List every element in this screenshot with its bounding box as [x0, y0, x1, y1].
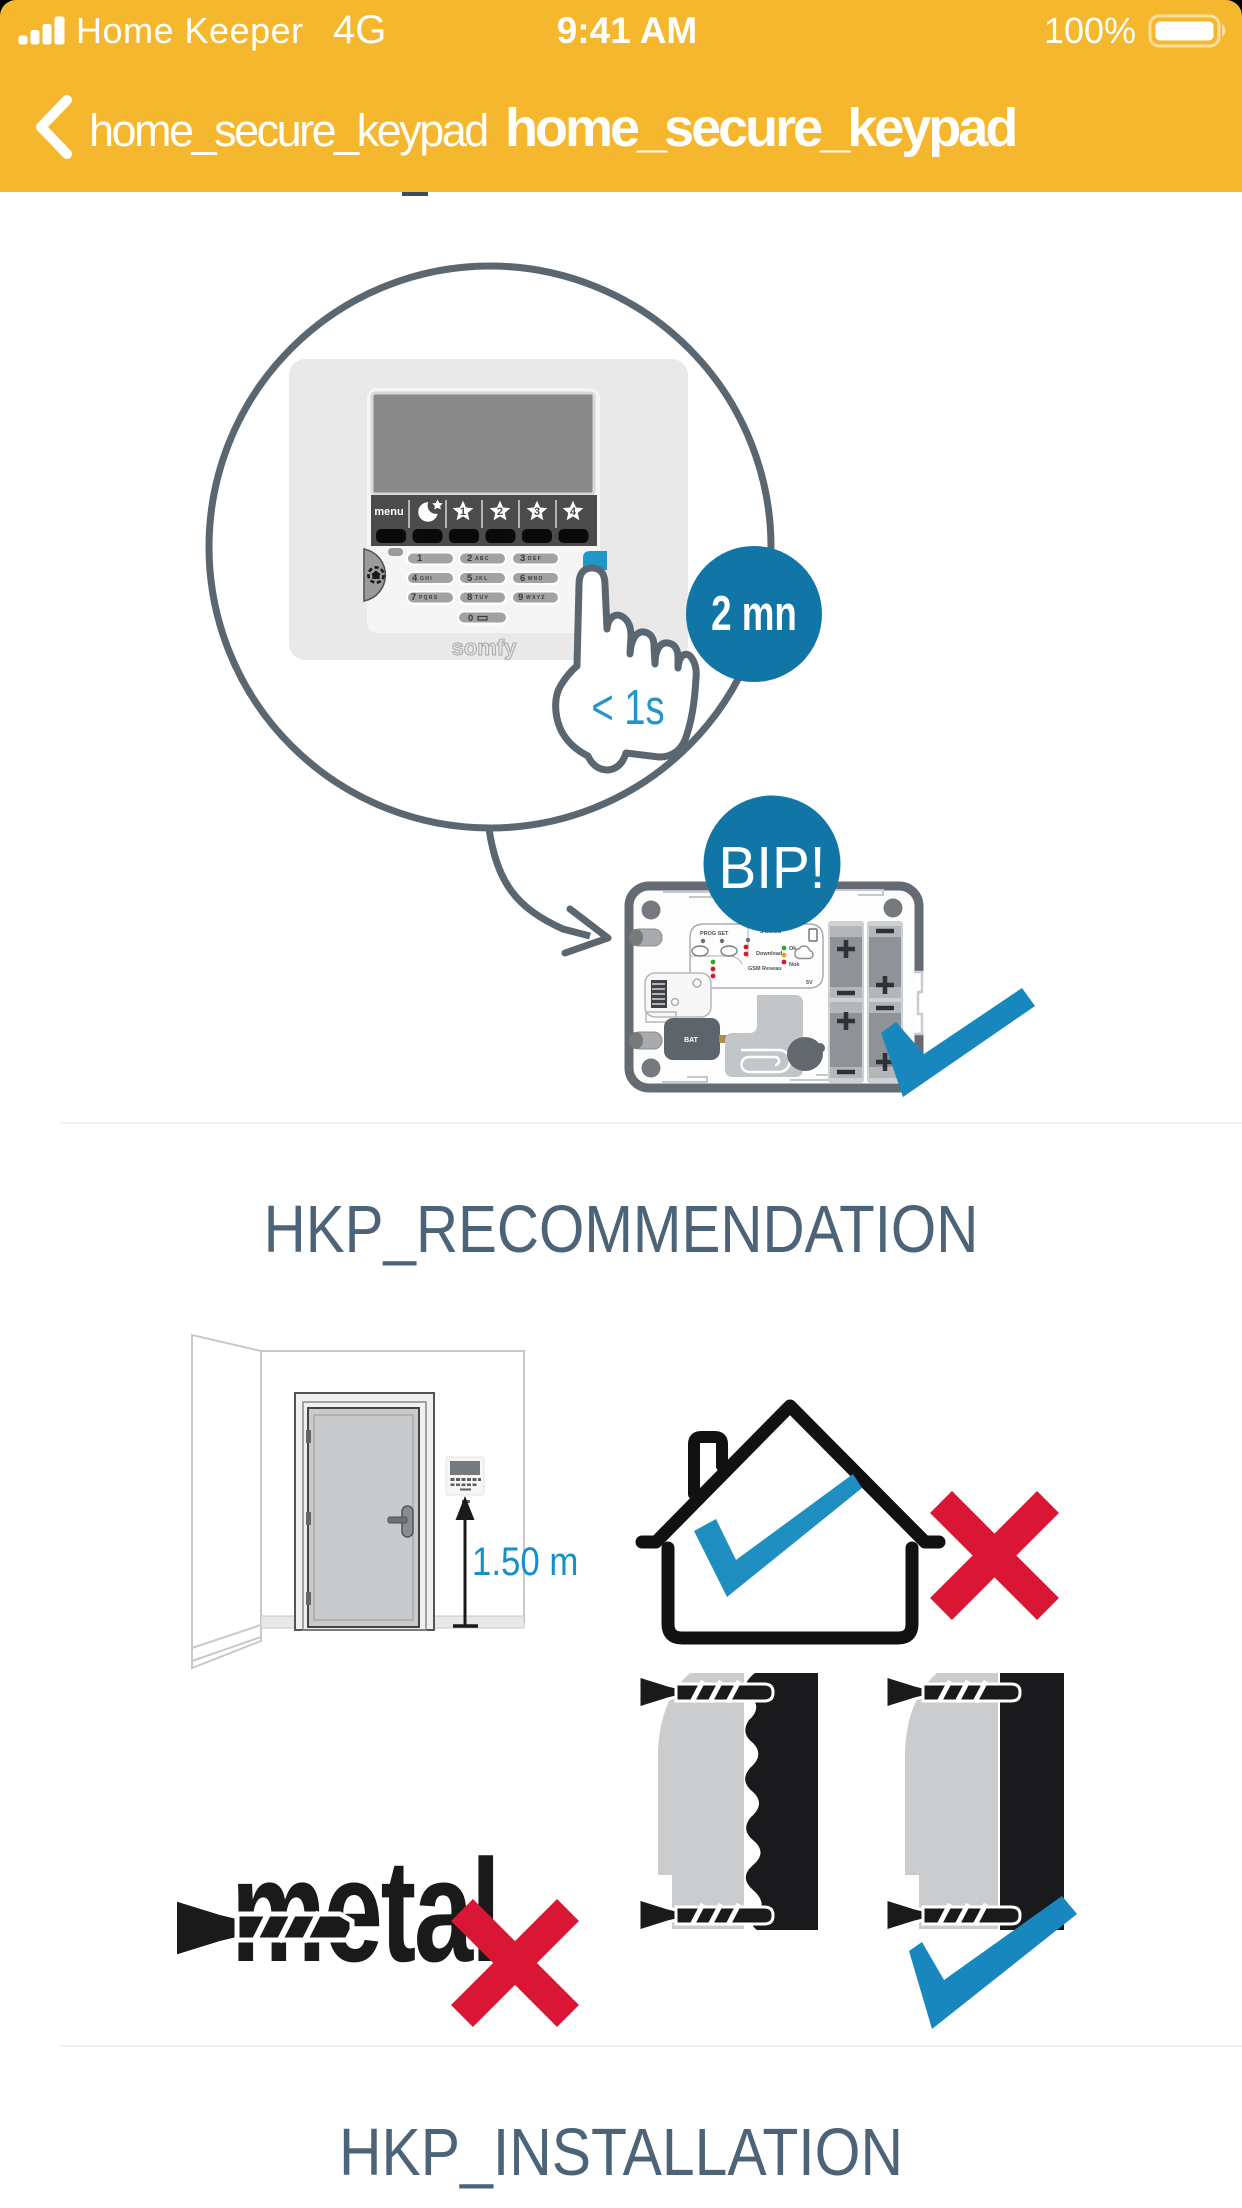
svg-text:9:41 AM: 9:41 AM	[557, 10, 698, 51]
svg-text:PROG SET: PROG SET	[700, 931, 729, 937]
svg-text:J K L: J K L	[475, 576, 487, 582]
svg-text:somfy: somfy	[452, 635, 518, 660]
svg-text:W X Y Z: W X Y Z	[526, 595, 544, 601]
svg-text:9: 9	[518, 592, 523, 603]
svg-text:G H I: G H I	[420, 576, 432, 582]
svg-text:menu: menu	[374, 506, 403, 518]
svg-text:M N O: M N O	[528, 576, 543, 582]
svg-text:GSM Reseau: GSM Reseau	[748, 966, 782, 972]
svg-text:3: 3	[520, 553, 525, 564]
svg-text:Home Keeper: Home Keeper	[76, 10, 304, 51]
svg-text:8: 8	[467, 592, 472, 603]
svg-text:4: 4	[570, 506, 577, 518]
svg-text:metal: metal	[231, 1830, 498, 1993]
svg-text:2: 2	[467, 553, 472, 564]
svg-text:1.50 m: 1.50 m	[472, 1539, 578, 1584]
svg-text:6: 6	[520, 573, 525, 584]
svg-text:< 1s: < 1s	[591, 681, 664, 736]
svg-text:T U V: T U V	[475, 595, 488, 601]
svg-text:Ok: Ok	[789, 946, 797, 952]
svg-text:100%: 100%	[1044, 10, 1136, 51]
svg-text:Download: Download	[756, 951, 782, 957]
svg-text:7: 7	[411, 592, 416, 603]
svg-text:1: 1	[417, 553, 423, 564]
svg-text:home_secure_keypad: home_secure_keypad	[89, 105, 487, 156]
svg-text:0: 0	[468, 613, 473, 624]
svg-text:3: 3	[534, 506, 540, 518]
svg-text:Nok: Nok	[789, 962, 800, 968]
svg-text:home_secure_keypad: home_secure_keypad	[505, 98, 1015, 158]
svg-text:2 mn: 2 mn	[711, 587, 797, 641]
svg-text:4G: 4G	[333, 8, 386, 52]
svg-text:4: 4	[412, 573, 418, 584]
svg-text:BIP!: BIP!	[718, 836, 825, 901]
svg-text:2: 2	[497, 506, 503, 518]
svg-text:BAT: BAT	[684, 1037, 699, 1044]
svg-text:D E F: D E F	[528, 556, 541, 562]
svg-text:5: 5	[467, 573, 473, 584]
svg-text:1: 1	[460, 506, 466, 518]
svg-text:A B C: A B C	[475, 556, 489, 562]
svg-text:P Q R S: P Q R S	[419, 595, 438, 601]
svg-text:5V: 5V	[806, 980, 813, 986]
